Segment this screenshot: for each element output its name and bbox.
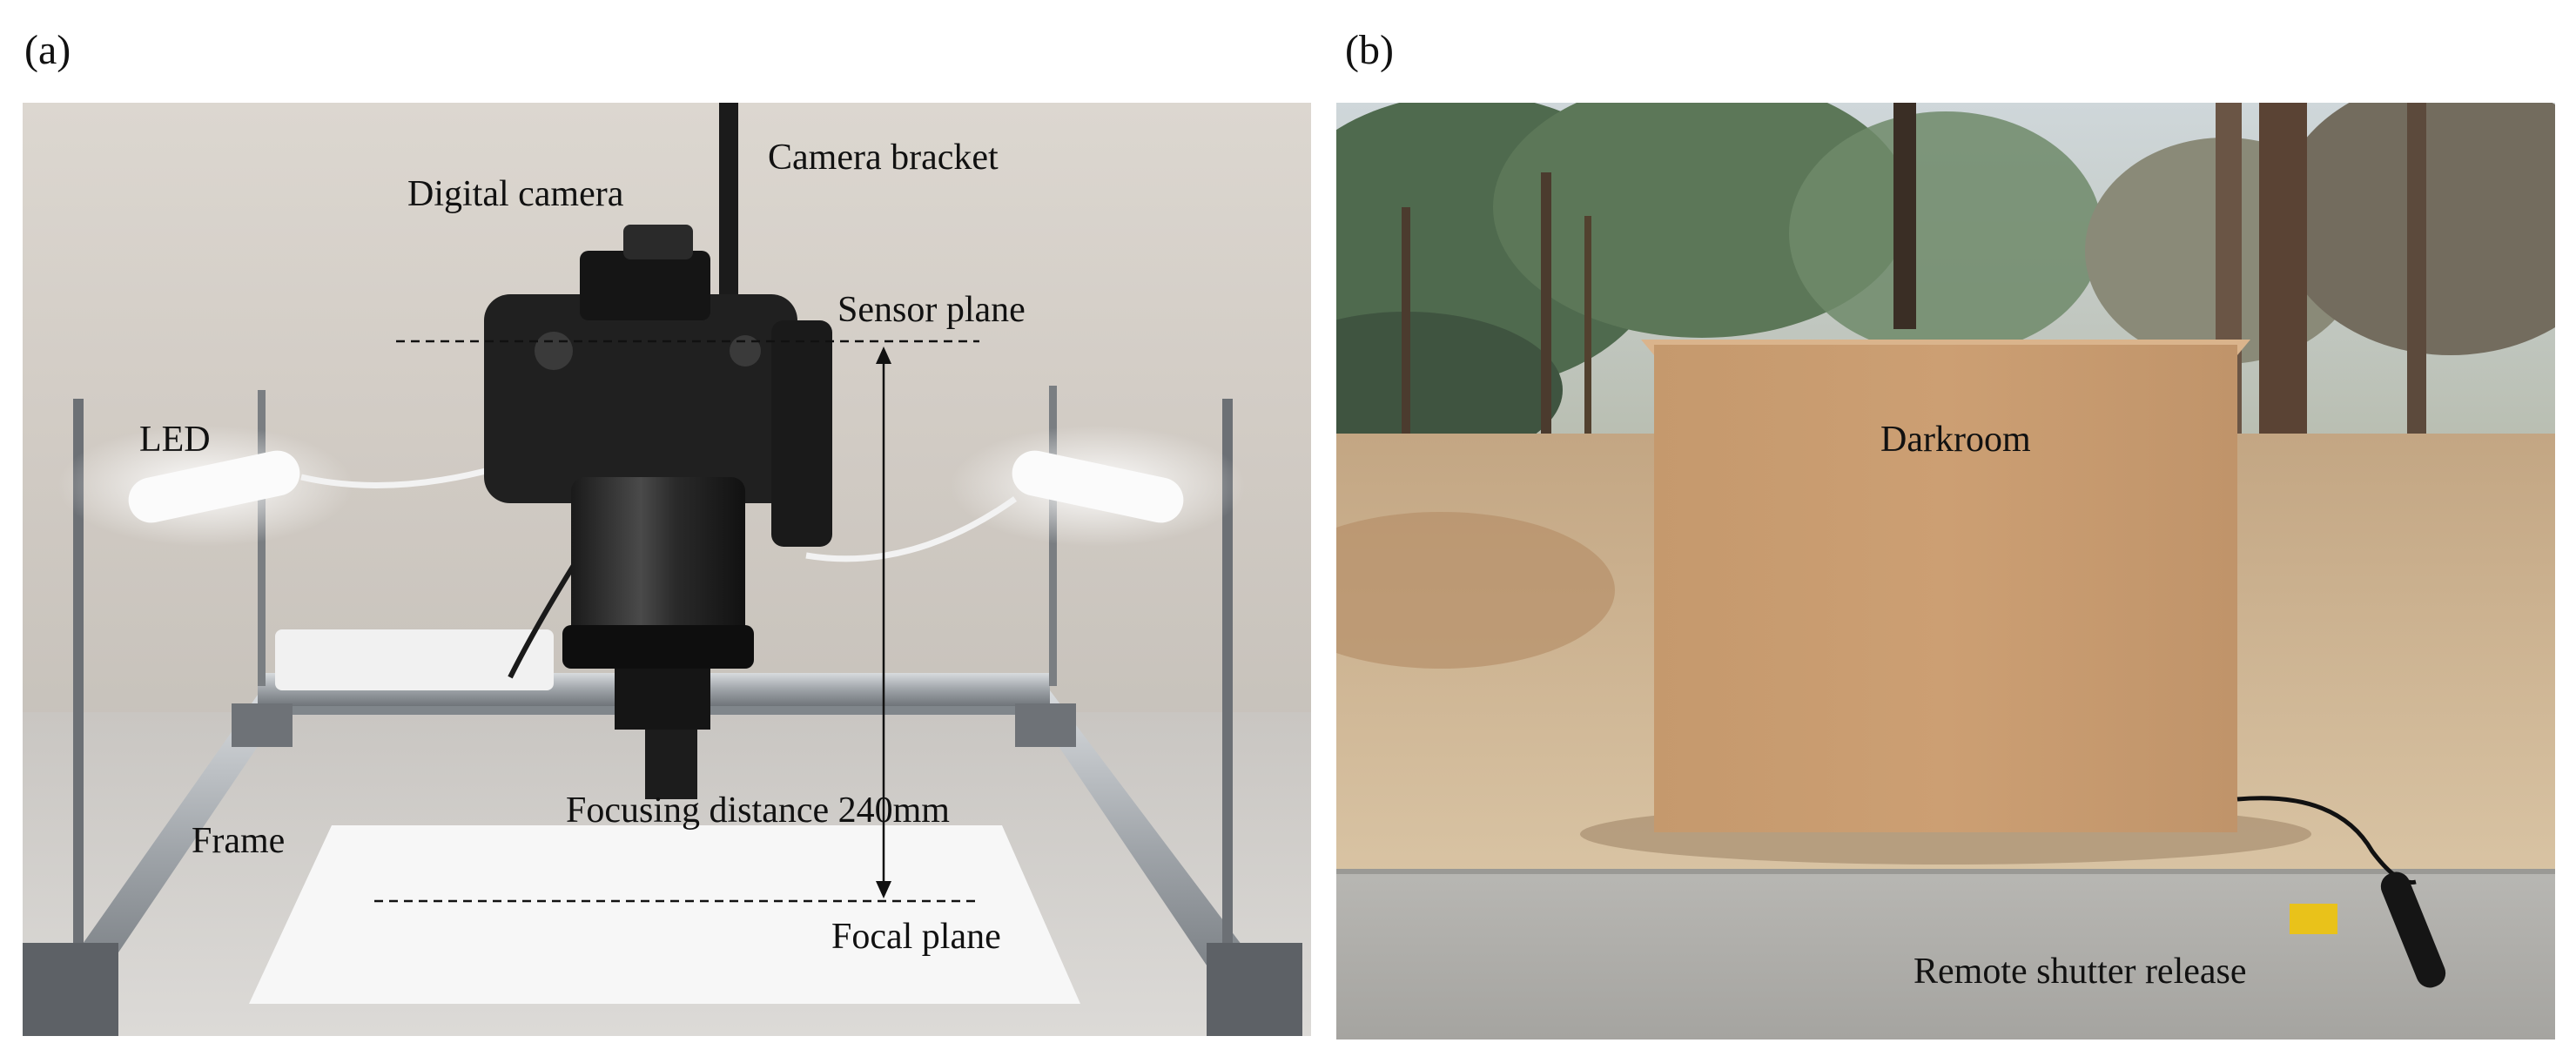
focusing-distance-arrow-head-bottom [876, 881, 891, 898]
label-camera-bracket: Camera bracket [768, 138, 999, 178]
photo-b [1336, 103, 2555, 1039]
panel-b-letter: (b) [1345, 27, 1394, 73]
panel-a-letter: (a) [24, 27, 71, 73]
label-darkroom: Darkroom [1880, 420, 2031, 460]
focusing-distance-arrow-head-top [876, 346, 891, 364]
label-focusing-distance: Focusing distance 240mm [566, 791, 950, 831]
label-focal-plane: Focal plane [831, 917, 1001, 957]
label-remote-shutter-release: Remote shutter release [1914, 952, 2247, 992]
label-frame: Frame [192, 821, 286, 861]
label-sensor-plane: Sensor plane [837, 290, 1026, 330]
label-led: LED [139, 420, 211, 460]
photo-b-drawing [1336, 103, 2555, 1039]
photo-a [23, 103, 1311, 1036]
photo-a-drawing [23, 103, 1311, 1036]
label-digital-camera: Digital camera [407, 174, 624, 214]
